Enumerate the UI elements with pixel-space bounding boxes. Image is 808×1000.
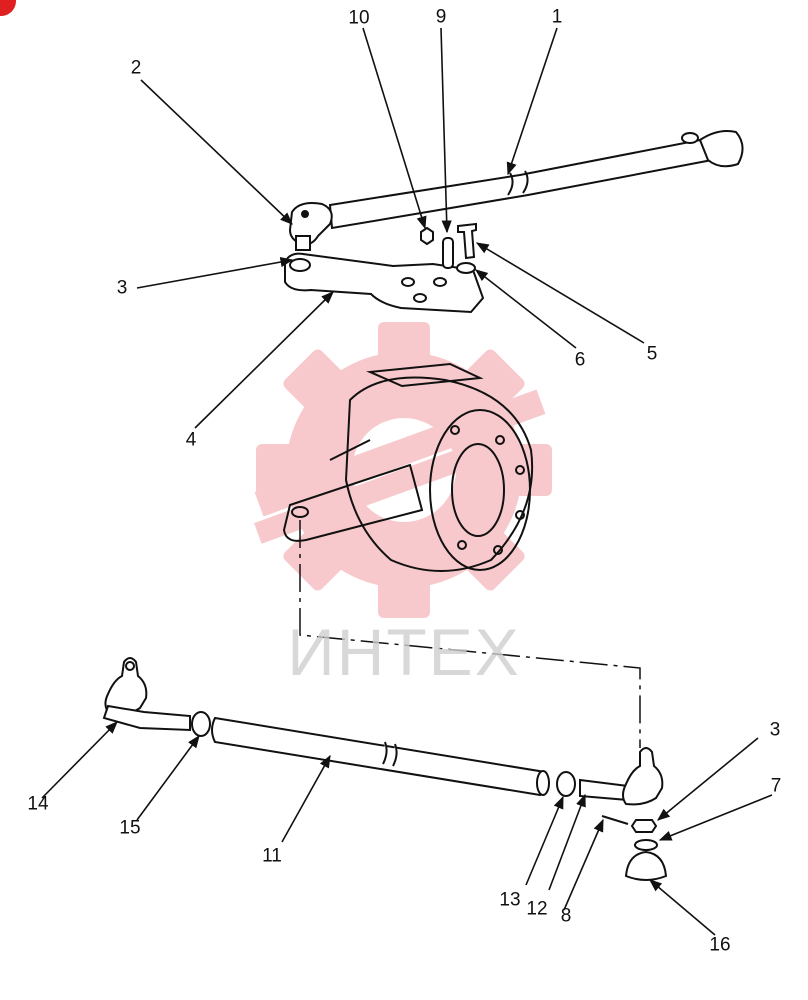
callout-11: 11 [262,845,282,867]
drag-link [328,130,744,230]
callout-8: 8 [560,905,572,927]
leader-lines [41,27,773,936]
callout-4: 4 [185,429,197,451]
callout-9: 9 [435,6,447,28]
callout-1: 1 [551,6,563,28]
watermark-text: ИНТЕХ [287,615,521,689]
callout-7: 7 [770,775,782,797]
callout-3-upper: 3 [116,277,128,299]
tie-rod-tube [211,716,550,797]
ball-socket [288,202,333,251]
callout-16: 16 [709,934,731,956]
callout-2: 2 [130,57,142,79]
tie-rod-end-left [102,657,191,732]
tie-rod-end-right [579,747,664,806]
right-hardware [601,815,668,881]
callout-15: 15 [119,817,141,839]
callout-5: 5 [646,343,658,365]
callout-6: 6 [574,349,586,371]
callout-12: 12 [526,898,548,920]
callout-3-lower: 3 [769,719,781,741]
callout-13: 13 [499,889,521,911]
alignment-line [299,520,641,748]
clamp-left [191,711,211,737]
callout-10: 10 [348,7,370,29]
steering-knuckle [282,362,534,572]
small-hardware [420,222,477,274]
clamp-right [556,771,576,797]
callout-14: 14 [27,793,49,815]
